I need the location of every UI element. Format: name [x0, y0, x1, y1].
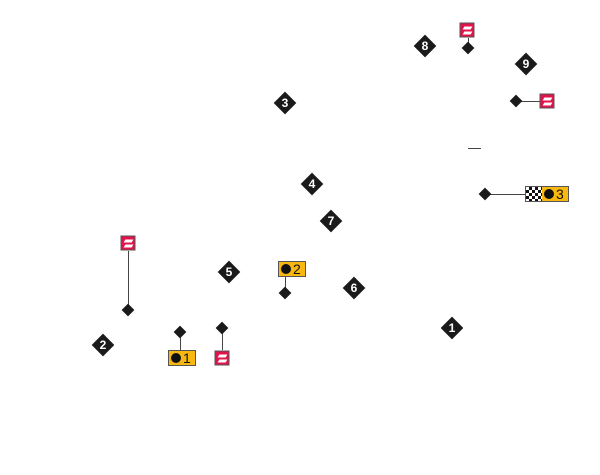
corner-label: 7 [327, 214, 335, 228]
sector-flag-icon [539, 93, 555, 109]
track-point-icon [461, 41, 475, 55]
sector-flag-icon [459, 22, 475, 38]
corner-marker-3: 3 [274, 92, 296, 114]
stopwatch-icon [171, 353, 181, 363]
sector-flag-icon [120, 235, 136, 251]
corner-marker-7: 7 [320, 210, 342, 232]
corner-marker-1: 1 [441, 317, 463, 339]
corner-label: 4 [308, 177, 316, 191]
connector-line [128, 251, 129, 310]
track-point-icon [278, 286, 292, 300]
track-point-icon [478, 187, 492, 201]
timing-point-2: 2 [278, 261, 306, 277]
timing-point-3-finish: 3 [525, 186, 569, 202]
corner-marker-9: 9 [515, 53, 537, 75]
corner-label: 1 [448, 321, 456, 335]
corner-label: 5 [225, 265, 233, 279]
track-point-icon [121, 303, 135, 317]
corner-marker-6: 6 [343, 277, 365, 299]
stopwatch-icon [544, 189, 554, 199]
timing-point-1: 1 [168, 350, 196, 366]
connector-line [516, 101, 540, 102]
timer-label: 3 [556, 186, 564, 202]
connector-line [180, 332, 181, 350]
track-point-icon [173, 325, 187, 339]
corner-label: 6 [350, 281, 358, 295]
timer-label: 1 [183, 350, 191, 366]
track-point-icon [509, 94, 523, 108]
connector-line [285, 277, 286, 293]
stopwatch-icon [281, 264, 291, 274]
connector-line [222, 328, 223, 350]
corner-label: 9 [522, 57, 530, 71]
connector-line [485, 194, 527, 195]
timer-label: 2 [293, 261, 301, 277]
corner-marker-8: 8 [414, 35, 436, 57]
corner-label: 3 [281, 96, 289, 110]
corner-marker-4: 4 [301, 173, 323, 195]
corner-marker-5: 5 [218, 261, 240, 283]
start-line-mark [468, 148, 481, 149]
corner-label: 2 [99, 338, 107, 352]
track-point-icon [215, 321, 229, 335]
corner-label: 8 [421, 39, 429, 53]
checkered-flag-icon [526, 187, 542, 201]
sector-flag-icon [214, 350, 230, 366]
corner-marker-2: 2 [92, 334, 114, 356]
